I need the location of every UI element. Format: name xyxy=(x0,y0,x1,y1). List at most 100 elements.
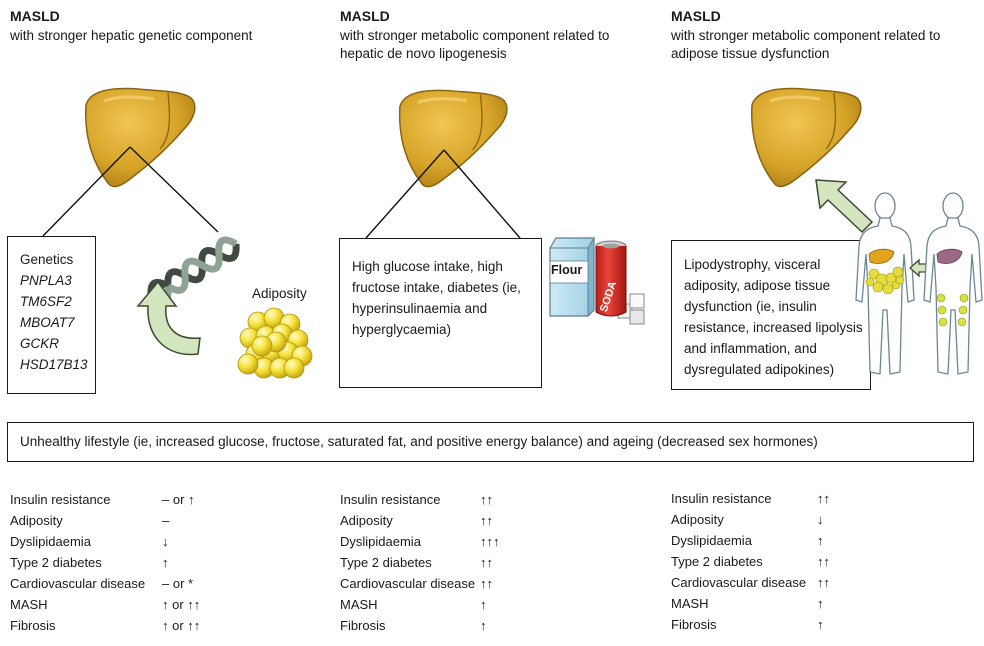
col3-risk-table: Insulin resistance↑↑Adiposity↓Dyslipidae… xyxy=(671,488,981,638)
col1-title: MASLD xyxy=(10,8,60,24)
box-line: dysregulated adipokines) xyxy=(684,362,835,377)
box-line: fructose intake, diabetes (ie, xyxy=(352,280,521,295)
risk-name: Adiposity xyxy=(10,513,63,528)
risk-row: Cardiovascular disease ↑↑ xyxy=(340,573,660,594)
gene-label: MBOAT7 xyxy=(20,315,75,330)
risk-value: ↑↑ xyxy=(817,491,830,506)
soda-can-icon xyxy=(595,240,627,317)
fat-cell xyxy=(237,353,259,375)
risk-value: ↑ or ↑↑ xyxy=(162,597,201,612)
gene-label: TM6SF2 xyxy=(20,294,72,309)
risk-row: MASH ↑ or ↑↑ xyxy=(10,594,330,615)
risk-row: Dyslipidaemia ↑↑↑ xyxy=(340,531,660,552)
risk-row: Adiposity↓ xyxy=(671,509,981,530)
risk-row: Type 2 diabetes ↑↑ xyxy=(671,551,981,572)
risk-row: Insulin resistance ↑↑ xyxy=(671,488,981,509)
risk-value: – or ↑ xyxy=(162,492,195,507)
risk-name: MASH xyxy=(10,597,48,612)
risk-row: Fibrosis ↑ xyxy=(671,614,981,635)
box-line: hyperinsulinaemia and xyxy=(352,301,488,316)
fat-cell xyxy=(251,335,273,357)
col2-risk-table: Insulin resistance↑↑Adiposity↑↑Dyslipida… xyxy=(340,489,660,639)
risk-name: Insulin resistance xyxy=(340,492,441,507)
risk-row: Dyslipidaemia ↓ xyxy=(10,531,330,552)
risk-value: ↑ or ↑↑ xyxy=(162,618,201,633)
risk-value: ↑ xyxy=(480,597,487,612)
risk-name: Dyslipidaemia xyxy=(340,534,421,549)
risk-value: ↑↑ xyxy=(480,492,493,507)
risk-name: Adiposity xyxy=(671,512,724,527)
risk-value: ↑↑ xyxy=(817,575,830,590)
risk-name: MASH xyxy=(340,597,378,612)
risk-name: Type 2 diabetes xyxy=(340,555,432,570)
col3-title: MASLD xyxy=(671,8,721,24)
fat-cells-icon xyxy=(237,307,313,379)
risk-row: Adiposity↑↑ xyxy=(340,510,660,531)
risk-row: Insulin resistance ↑↑ xyxy=(340,489,660,510)
col1-subtitle-line: with stronger hepatic genetic component xyxy=(10,28,253,43)
risk-name: Cardiovascular disease xyxy=(10,576,146,591)
risk-row: Insulin resistance – or ↑ xyxy=(10,489,330,510)
risk-row: Fibrosis ↑ or ↑↑ xyxy=(10,615,330,636)
risk-name: Dyslipidaemia xyxy=(671,533,752,548)
up-left-arrow-icon xyxy=(815,179,874,234)
risk-value: ↓ xyxy=(162,534,169,549)
flour-box-icon xyxy=(549,236,595,318)
risk-name: Fibrosis xyxy=(10,618,56,633)
lifestyle-box: Unhealthy lifestyle (ie, increased gluco… xyxy=(7,422,974,462)
col2-subtitle-line: hepatic de novo lipogenesis xyxy=(340,46,507,61)
box-line: Lipodystrophy, visceral xyxy=(684,257,821,272)
risk-value: ↑↑ xyxy=(480,555,493,570)
box-line: dysfunction (ie, insulin xyxy=(684,299,817,314)
col3-subtitle: with stronger metabolic component relate… xyxy=(671,27,940,63)
risk-value: ↑ xyxy=(162,555,169,570)
curved-arrow-icon xyxy=(136,280,201,356)
gene-label: GCKR xyxy=(20,336,60,351)
flour-label: Flour xyxy=(551,263,583,277)
risk-row: MASH ↑ xyxy=(340,594,660,615)
risk-value: – xyxy=(162,513,170,528)
col1-risk-table: Insulin resistance – or ↑ Adiposity – Dyslip… xyxy=(10,489,330,639)
risk-name: Type 2 diabetes xyxy=(10,555,102,570)
box-line: resistance, increased lipolysis xyxy=(684,320,863,335)
lifestyle-text: Unhealthy lifestyle (ie, increased gluco… xyxy=(20,434,818,449)
box-line: and inflammation, and xyxy=(684,341,817,356)
risk-value: ↑ xyxy=(817,533,824,548)
risk-name: Insulin resistance xyxy=(671,491,772,506)
risk-value: ↑↑ xyxy=(480,576,493,591)
risk-row: Cardiovascular disease – or * xyxy=(10,573,330,594)
adiposity-label: Adiposity xyxy=(252,286,307,301)
risk-value: ↑ xyxy=(817,617,824,632)
risk-name: Insulin resistance xyxy=(10,492,111,507)
gene-label: HSD17B13 xyxy=(20,357,88,372)
gene-label: PNPLA3 xyxy=(20,273,72,288)
genetics-heading: Genetics xyxy=(20,252,74,267)
risk-row: Cardiovascular disease ↑↑ xyxy=(671,572,981,593)
risk-name: Fibrosis xyxy=(340,618,386,633)
box-line: adiposity, adipose tissue xyxy=(684,278,831,293)
col3-subtitle-line: adipose tissue dysfunction xyxy=(671,46,830,61)
risk-name: Type 2 diabetes xyxy=(671,554,763,569)
glucose-box: High glucose intake, high fructose intak… xyxy=(339,238,542,388)
human-figure-lipodystrophy-icon xyxy=(923,192,983,375)
risk-value: ↑↑ xyxy=(817,554,830,569)
risk-name: Adiposity xyxy=(340,513,393,528)
risk-row: Dyslipidaemia ↑ xyxy=(671,530,981,551)
risk-value: ↑↑↑ xyxy=(480,534,500,549)
col2-subtitle: with stronger metabolic component relate… xyxy=(340,27,609,63)
risk-value: – or * xyxy=(162,576,194,591)
box-line: High glucose intake, high xyxy=(352,259,503,274)
col2-title: MASLD xyxy=(340,8,390,24)
risk-value: ↑ xyxy=(817,596,824,611)
risk-name: Dyslipidaemia xyxy=(10,534,91,549)
risk-name: Cardiovascular disease xyxy=(671,575,807,590)
risk-row: MASH ↑ xyxy=(671,593,981,614)
risk-row: Fibrosis↑ xyxy=(340,615,660,636)
risk-row: Type 2 diabetes ↑ xyxy=(10,552,330,573)
risk-name: Fibrosis xyxy=(671,617,717,632)
risk-name: Cardiovascular disease xyxy=(340,576,476,591)
risk-name: MASH xyxy=(671,596,709,611)
col2-subtitle-line: with stronger metabolic component relate… xyxy=(340,28,610,43)
genetics-box: Genetics PNPLA3 TM6SF2 MBOAT7 GCKR HSD17… xyxy=(7,236,96,394)
